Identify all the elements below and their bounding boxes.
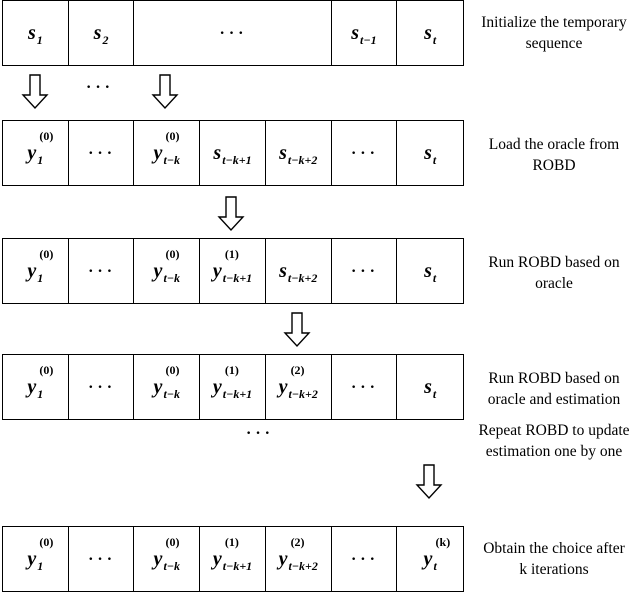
seq-cell: y(0)t−k <box>134 239 201 303</box>
seq-cell: st−k+2 <box>266 121 332 185</box>
seq-cell: st−k+1 <box>200 121 266 185</box>
hollow-down-arrow-icon <box>283 312 311 348</box>
seq-cell: y(0)1 <box>3 355 69 419</box>
seq-cell: y(0)t−k <box>134 121 201 185</box>
seq-cell: y(0)1 <box>3 121 69 185</box>
seq-cell: st <box>424 22 437 47</box>
seq-cell-ellipsis: ··· <box>69 239 135 303</box>
sequence-row-1: s1 s2 ··· st−1 st <box>2 0 464 66</box>
hollow-down-arrow-icon <box>151 74 179 110</box>
seq-cell: st <box>424 260 437 285</box>
seq-cell-ellipsis: ··· <box>134 1 332 65</box>
seq-cell-ellipsis: ··· <box>69 355 135 419</box>
seq-cell: st <box>424 376 437 401</box>
seq-cell: y(k)t <box>423 535 451 573</box>
sequence-row-5: y(0)1 ··· y(0)t−k y(1)t−k+1 y(2)t−k+2 ··… <box>2 526 464 592</box>
hollow-down-arrow-icon <box>217 196 245 232</box>
seq-cell: st−1 <box>332 1 398 65</box>
seq-cell-ellipsis: ··· <box>332 527 398 591</box>
seq-cell: y(0)1 <box>3 527 69 591</box>
sequence-row-2: y(0)1 ··· y(0)t−k st−k+1 st−k+2 ··· st <box>2 120 464 186</box>
seq-cell: y(1)t−k+1 <box>200 355 266 419</box>
seq-cell: y(2)t−k+2 <box>266 527 332 591</box>
seq-cell: y(1)t−k+1 <box>200 527 266 591</box>
seq-cell-ellipsis: ··· <box>332 239 398 303</box>
seq-cell: y(0)t−k <box>134 527 201 591</box>
sequence-row-3: y(0)1 ··· y(0)t−k y(1)t−k+1 st−k+2 ··· s… <box>2 238 464 304</box>
seq-cell: y(1)t−k+1 <box>200 239 266 303</box>
ellipsis: ··· <box>245 420 273 445</box>
ellipsis: ··· <box>85 74 113 99</box>
seq-cell: y(0)1 <box>3 239 69 303</box>
seq-cell: s2 <box>69 1 135 65</box>
sequence-row-4: y(0)1 ··· y(0)t−k y(1)t−k+1 y(2)t−k+2 ··… <box>2 354 464 420</box>
seq-cell: y(0)t−k <box>134 355 201 419</box>
seq-cell-ellipsis: ··· <box>69 527 135 591</box>
seq-cell-ellipsis: ··· <box>332 355 398 419</box>
seq-cell: st <box>424 142 437 167</box>
seq-cell: y(2)t−k+2 <box>266 355 332 419</box>
seq-cell-ellipsis: ··· <box>69 121 135 185</box>
seq-cell: st−k+2 <box>266 239 332 303</box>
hollow-down-arrow-icon <box>21 74 49 110</box>
seq-cell-ellipsis: ··· <box>332 121 398 185</box>
seq-cell: s1 <box>3 1 69 65</box>
hollow-down-arrow-icon <box>415 464 443 500</box>
